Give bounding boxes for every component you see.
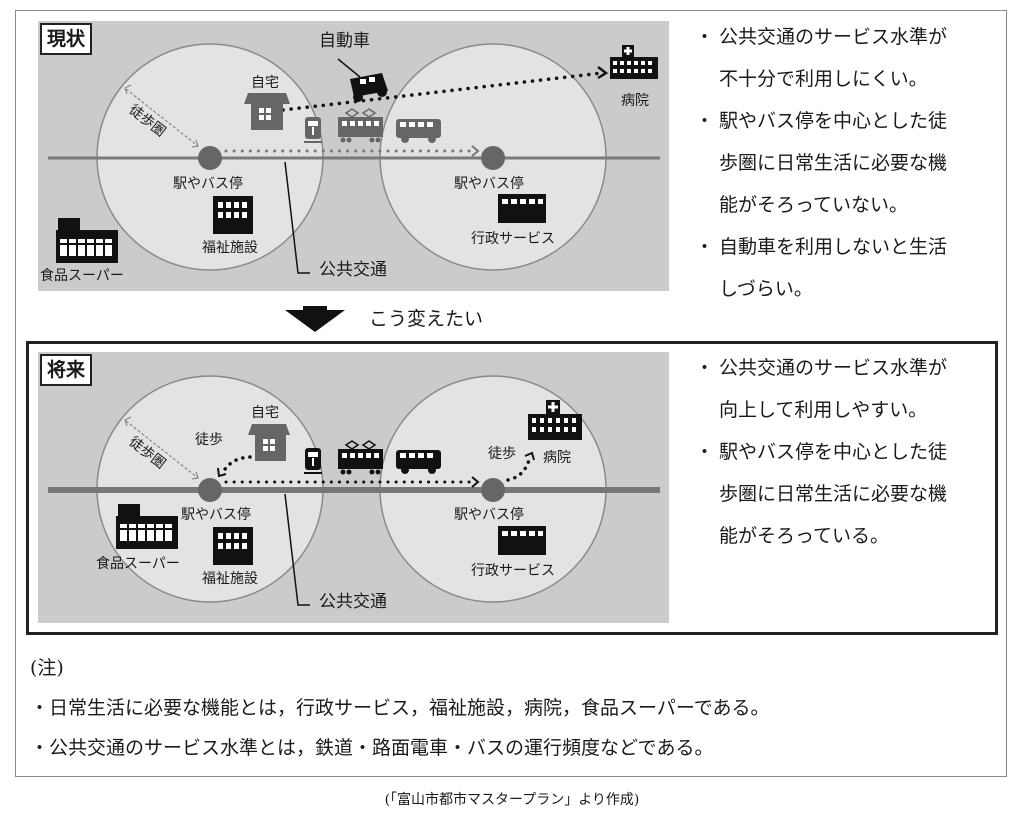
welfare-facility-icon — [213, 196, 253, 234]
note-item: ・日常生活に必要な機能とは，行政サービス，福祉施設，病院，食品スーパーである。 — [30, 697, 770, 719]
station-right — [481, 146, 505, 170]
home-label: 自宅 — [251, 405, 279, 421]
notes: (注) ・日常生活に必要な機能とは，行政サービス，福祉施設，病院，食品スーパーで… — [30, 648, 770, 768]
walk-path-arrowhead-right — [524, 451, 535, 461]
current-description: 公共交通のサービス水準が 不十分で利用しにくい。 駅やバス停を中心とした徒 歩圏… — [695, 16, 947, 310]
home-icon — [248, 424, 290, 461]
transition-label: こう変えたい — [369, 307, 484, 330]
walk-right-label: 徒歩 — [488, 446, 516, 462]
walk-radius-arrow — [125, 88, 199, 147]
train-icon — [338, 108, 383, 143]
bus-icon — [396, 119, 441, 143]
walk-path-arrowhead-left — [217, 467, 227, 478]
welfare-facility-icon — [213, 527, 253, 565]
welfare-label: 福祉施設 — [202, 571, 258, 587]
current-point-1: 公共交通のサービス水準が 不十分で利用しにくい。 — [695, 16, 947, 100]
transit-path-arrowhead — [471, 145, 480, 157]
transition: こう変えたい — [285, 300, 483, 334]
current-point-2: 駅やバス停を中心とした徒 歩圏に日常生活に必要な機 能がそろっていない。 — [695, 100, 947, 226]
home-label: 自宅 — [251, 75, 279, 91]
public-transport-leader-line — [284, 161, 310, 274]
public-transport-label: 公共交通 — [319, 260, 387, 280]
station-left-label: 駅やバス停 — [173, 176, 243, 192]
supermarket-label: 食品スーパー — [96, 556, 180, 572]
future-box — [26, 341, 998, 635]
car-label: 自動車 — [319, 31, 370, 51]
hospital-label: 病院 — [621, 93, 649, 109]
future-diagram: 将来 自宅 徒歩 徒歩 病院 徒歩圏 駅やバス停 駅やバス停 食品スーパー 福祉… — [38, 352, 669, 623]
tram-icon — [304, 448, 322, 474]
home-icon — [244, 93, 290, 130]
hospital-icon — [528, 400, 582, 440]
station-left — [198, 478, 222, 502]
station-right — [481, 478, 505, 502]
walk-left-label: 徒歩 — [195, 432, 223, 448]
welfare-label: 福祉施設 — [202, 240, 258, 256]
car-icon — [337, 58, 388, 102]
walk-radius-arrow — [125, 420, 199, 479]
admin-label: 行政サービス — [471, 563, 555, 579]
future-point-2: 駅やバス停を中心とした徒 歩圏に日常生活に必要な機 能がそろっている。 — [695, 431, 947, 557]
future-description: 公共交通のサービス水準が 向上して利用しやすい。 駅やバス停を中心とした徒 歩圏… — [695, 347, 947, 557]
admin-service-icon — [498, 194, 546, 223]
down-arrow-icon — [285, 310, 345, 332]
figure-frame — [15, 10, 1007, 777]
current-diagram-svg — [48, 43, 660, 274]
future-diagram-svg — [48, 375, 660, 606]
walk-radius-arrowhead-top — [124, 84, 132, 95]
supermarket-label: 食品スーパー — [40, 268, 124, 284]
walk-radius-arrowhead-bottom — [191, 139, 199, 148]
supermarket-icon — [116, 504, 178, 549]
public-transport-label: 公共交通 — [319, 592, 387, 612]
transit-path-arrowhead — [471, 476, 480, 488]
current-point-3: 自動車を利用しないと生活 しづらい。 — [695, 226, 947, 310]
supermarket-icon — [56, 218, 118, 263]
notes-heading: (注) — [30, 657, 64, 679]
walk-radius-arrowhead-top — [124, 416, 132, 427]
station-left-label: 駅やバス停 — [181, 507, 251, 523]
source-caption: (「富山市都市マスタープラン」より作成) — [384, 792, 640, 808]
future-tag: 将来 — [40, 354, 93, 386]
hospital-icon — [610, 45, 658, 79]
station-left — [198, 146, 222, 170]
station-right-label: 駅やバス停 — [454, 507, 524, 523]
future-point-1: 公共交通のサービス水準が 向上して利用しやすい。 — [695, 347, 947, 431]
car-path-arrowhead — [597, 66, 609, 80]
walk-radius-arrowhead-bottom — [191, 471, 199, 480]
admin-label: 行政サービス — [471, 231, 555, 247]
train-icon — [338, 440, 383, 475]
station-right-label: 駅やバス停 — [454, 176, 524, 192]
current-tag: 現状 — [40, 23, 93, 55]
current-diagram: 現状 自動車 自宅 病院 徒歩圏 駅やバス停 駅やバス停 福祉施設 行政サービス… — [38, 21, 669, 291]
tram-icon — [304, 117, 322, 143]
public-transport-leader-line — [284, 493, 310, 606]
admin-service-icon — [498, 526, 546, 555]
car-dotted-path — [281, 71, 604, 112]
note-item: ・公共交通のサービス水準とは，鉄道・路面電車・バスの運行頻度などである。 — [30, 737, 714, 759]
bus-icon — [396, 450, 441, 474]
hospital-label: 病院 — [543, 450, 571, 466]
